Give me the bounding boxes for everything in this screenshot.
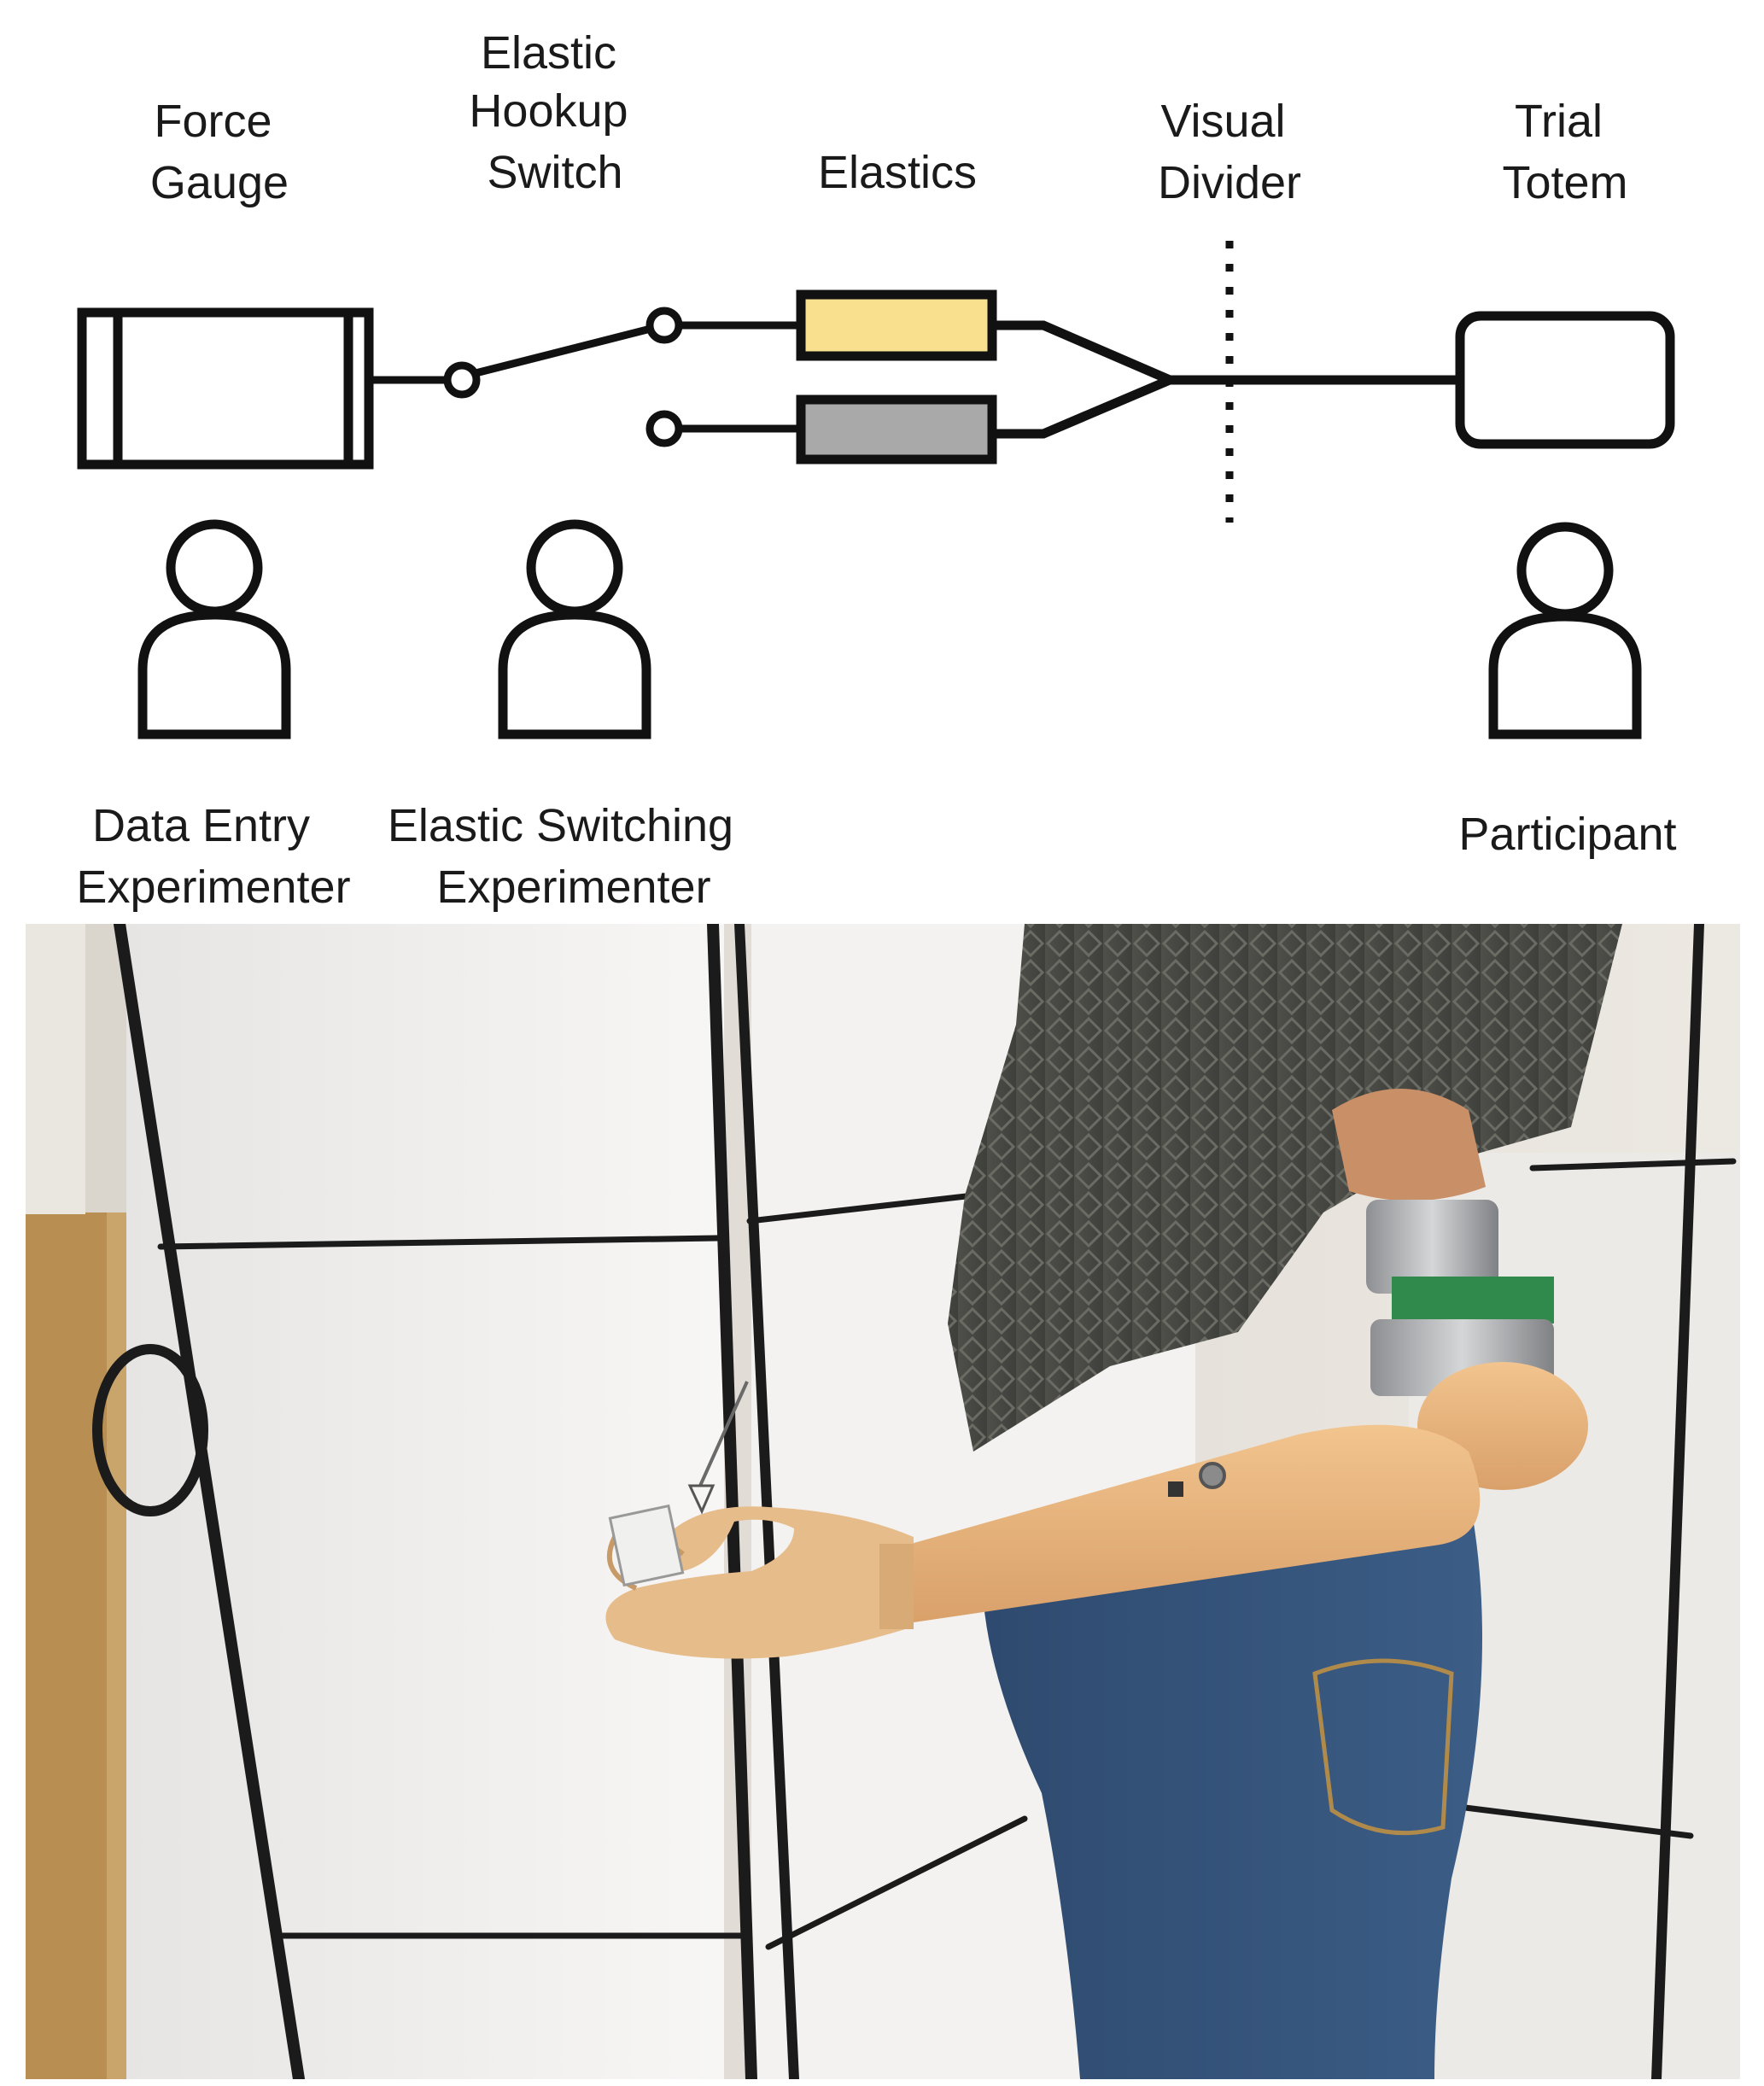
elastic-hookup-switch-shape <box>369 307 801 447</box>
hookup-switch-label: Elastic Hookup Switch <box>469 27 640 198</box>
elastic-light <box>796 289 997 361</box>
elastic-switching-experimenter-label: Elastic Switching Experimenter <box>388 800 746 913</box>
person-icon <box>137 519 291 739</box>
person-icon <box>498 519 651 739</box>
trial-totem-label: Trial Totem <box>1502 96 1627 208</box>
participant-label: Participant <box>1458 809 1676 860</box>
person-icon <box>1488 522 1642 739</box>
force-gauge-label: Force Gauge <box>150 96 289 208</box>
data-entry-experimenter-label: Data Entry Experimenter <box>76 800 350 913</box>
trial-totem-shape <box>1455 311 1675 449</box>
force-gauge-shape <box>77 307 374 470</box>
elastics-label: Elastics <box>818 147 977 198</box>
elastics-shape <box>796 289 1460 465</box>
setup-diagram: Force Gauge Elastic Hookup Switch Elasti… <box>76 27 1676 913</box>
prosthesis-photo <box>26 924 1740 2079</box>
elastic-dark <box>796 394 997 465</box>
visual-divider-label: Visual Divider <box>1158 96 1301 208</box>
